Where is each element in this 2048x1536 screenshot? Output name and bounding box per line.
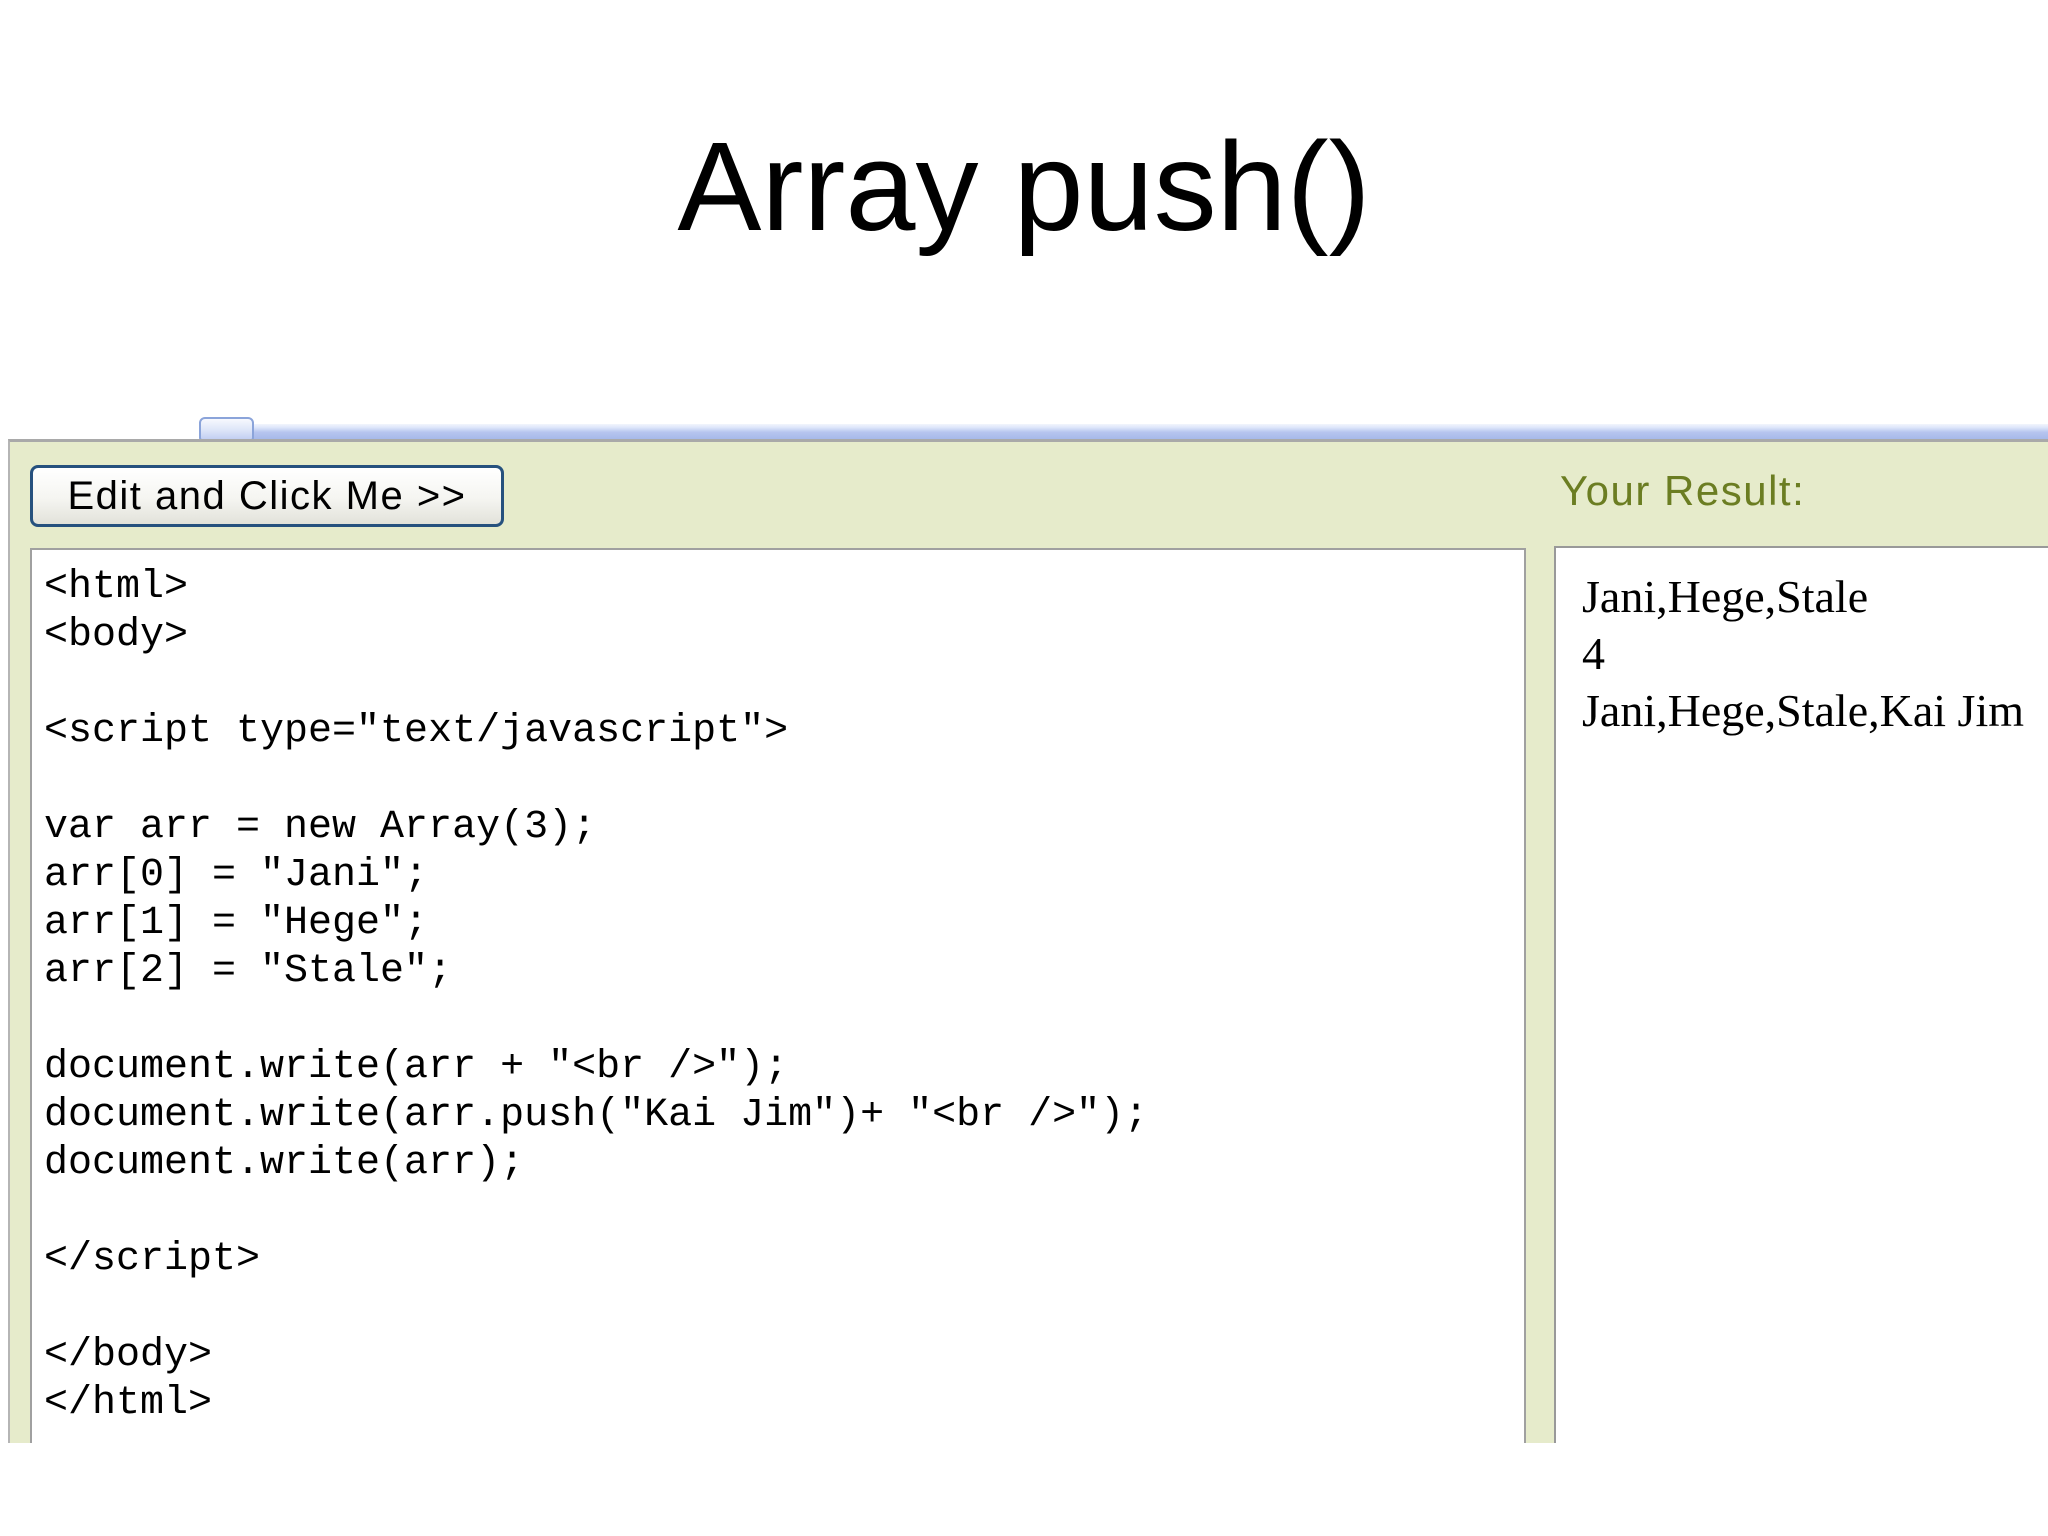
code-editor-textarea[interactable]: <html> <body> <script type="text/javascr… [30,548,1526,1443]
horizontal-scrollbar-remnant [252,424,2048,439]
result-output-panel: Jani,Hege,Stale 4 Jani,Hege,Stale,Kai Ji… [1554,546,2048,1443]
tryit-editor-panel: Edit and Click Me >> <html> <body> <scri… [8,439,2048,1443]
result-line: Jani,Hege,Stale [1582,571,1869,622]
edit-and-click-button[interactable]: Edit and Click Me >> [30,465,504,527]
page-title: Array push() [677,116,1371,257]
result-line: Jani,Hege,Stale,Kai Jim [1582,685,2025,736]
result-line: 4 [1582,628,1605,679]
your-result-heading: Your Result: [1560,467,1806,514]
scrollbar-thumb-remnant [199,417,254,441]
